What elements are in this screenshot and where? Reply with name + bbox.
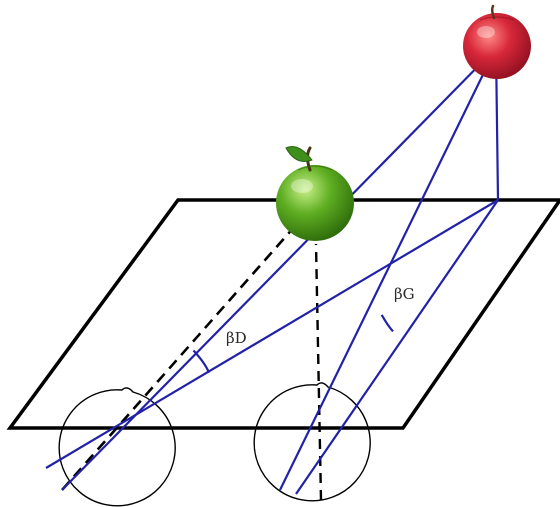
angle-arc-left: [194, 351, 210, 373]
ray-right-eye-to-red-apple-projection: [296, 200, 498, 494]
angle-label-right: βG: [394, 285, 415, 303]
left-gaze-dashed-line: [62, 200, 318, 490]
table-plane: [10, 200, 560, 428]
red-apple-icon: [463, 6, 531, 79]
ray-right-eye-to-red-apple: [280, 48, 496, 490]
green-apple-icon: [276, 147, 354, 242]
eye-icon: [59, 388, 175, 506]
right-eye: [254, 383, 370, 501]
left-eye: [59, 388, 175, 506]
eye-icon: [254, 383, 370, 501]
angle-arc-right: [382, 315, 393, 332]
angle-label-left: βD: [226, 329, 247, 347]
